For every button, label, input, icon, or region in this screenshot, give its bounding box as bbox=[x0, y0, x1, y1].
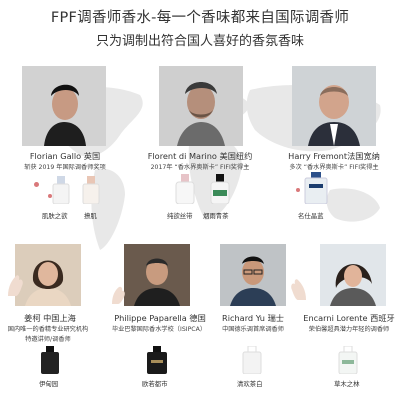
perfumer-name: Harry Fremont法国宽纳 bbox=[288, 151, 380, 161]
perfume-bottle-icon bbox=[210, 174, 230, 204]
product-label: 烟雨青茶 bbox=[203, 212, 229, 220]
portrait-encarni-lorente bbox=[320, 244, 386, 306]
hand-graphic bbox=[112, 286, 125, 304]
perfumer-award: 荣伯馨超具潜力年轻的调香师 bbox=[308, 326, 390, 333]
perfume-bottle-icon bbox=[147, 346, 167, 374]
portrait-jiang-ke bbox=[15, 244, 81, 306]
perfume-bottle-icon bbox=[175, 174, 195, 204]
perfumer-name: Richard Yu 瑞士 bbox=[222, 313, 284, 323]
product-label: 清欢茶白 bbox=[237, 380, 263, 388]
perfumer-name: Florent di Marino 美国纽约 bbox=[147, 151, 253, 161]
location-dot bbox=[48, 194, 52, 198]
perfumer-name: 姜柯 中国上海 bbox=[24, 313, 76, 323]
perfumer-name: Florian Gallo 英国 bbox=[29, 151, 101, 161]
product-label: 肌肤之欲 bbox=[42, 212, 68, 220]
perfumer-award: 中国德乐调首席调香师 bbox=[222, 326, 284, 333]
hand-graphic bbox=[291, 279, 306, 300]
perfumer-award: 毕业巴黎国际香水学校（ISIPCA） bbox=[111, 326, 207, 333]
perfume-bottle-icon bbox=[82, 176, 100, 204]
perfume-bottle-icon bbox=[242, 346, 262, 374]
page-subtitle: 只为调制出符合国人喜好的香氛香味 bbox=[95, 34, 304, 49]
product-label: 欧若都市 bbox=[142, 380, 168, 388]
product-label: 撩肌 bbox=[84, 212, 97, 220]
perfumer-award-line2: 特邀讲师/调香师 bbox=[25, 336, 71, 343]
perfumer-name: Philippe Paparella 德国 bbox=[114, 313, 206, 323]
perfume-bottle-icon bbox=[304, 172, 328, 204]
perfume-bottle-icon bbox=[41, 346, 59, 374]
perfumer-award: 2017年 “香水界奥斯卡” FIFI奖得主 bbox=[150, 164, 250, 171]
portrait-florian-gallo bbox=[22, 66, 106, 146]
product-label: 纯欲丝带 bbox=[167, 212, 193, 220]
perfume-bottle-icon bbox=[338, 346, 358, 374]
location-dot bbox=[34, 182, 39, 187]
portrait-florent-di-marino bbox=[159, 66, 243, 146]
product-label: 名仕晶蓝 bbox=[298, 212, 324, 220]
portrait-philippe-paparella bbox=[124, 244, 190, 306]
perfumer-award: 斩获 2019 年国际调香师奖项 bbox=[24, 164, 106, 171]
location-dot bbox=[296, 188, 300, 192]
page-title: FPF调香师香水-每一个香味都来自国际调香师 bbox=[50, 10, 350, 26]
product-label: 伊甸园 bbox=[39, 380, 59, 388]
hand-graphic bbox=[8, 275, 23, 296]
perfumer-award: 多次 “香水界奥斯卡” FIFI奖得主 bbox=[289, 164, 379, 171]
perfumer-name: Encarni Lorente 西班牙 bbox=[303, 313, 395, 323]
product-label: 草木之林 bbox=[334, 380, 360, 388]
portrait-harry-fremont bbox=[292, 66, 376, 146]
perfume-bottle-icon bbox=[52, 176, 70, 204]
portrait-richard-yu bbox=[220, 244, 286, 306]
perfumer-award-line1: 国内唯一的香精专业研究机构 bbox=[7, 326, 89, 333]
